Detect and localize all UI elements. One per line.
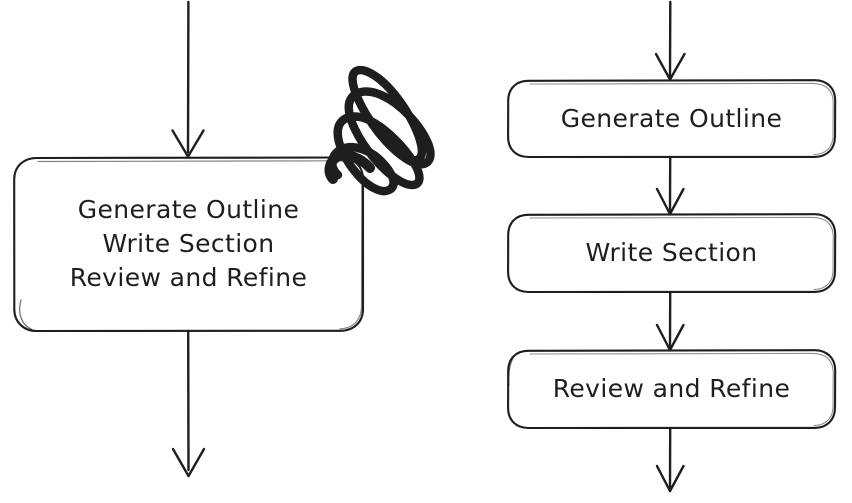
left-outgoing-arrow [171, 329, 206, 478]
scribble-annotation [324, 65, 435, 196]
write-section-box[interactable] [507, 213, 837, 294]
arrow-outline-to-section [655, 155, 685, 216]
left-incoming-arrow [171, 0, 205, 158]
right-outgoing-arrow [655, 426, 685, 493]
arrow-section-to-review [655, 290, 685, 352]
generate-outline-box[interactable] [507, 79, 837, 159]
right-panel [507, 0, 837, 493]
merged-steps-box[interactable] [13, 156, 365, 333]
left-panel [13, 0, 435, 478]
review-and-refine-box[interactable] [507, 349, 837, 430]
right-incoming-arrow [654, 0, 686, 81]
